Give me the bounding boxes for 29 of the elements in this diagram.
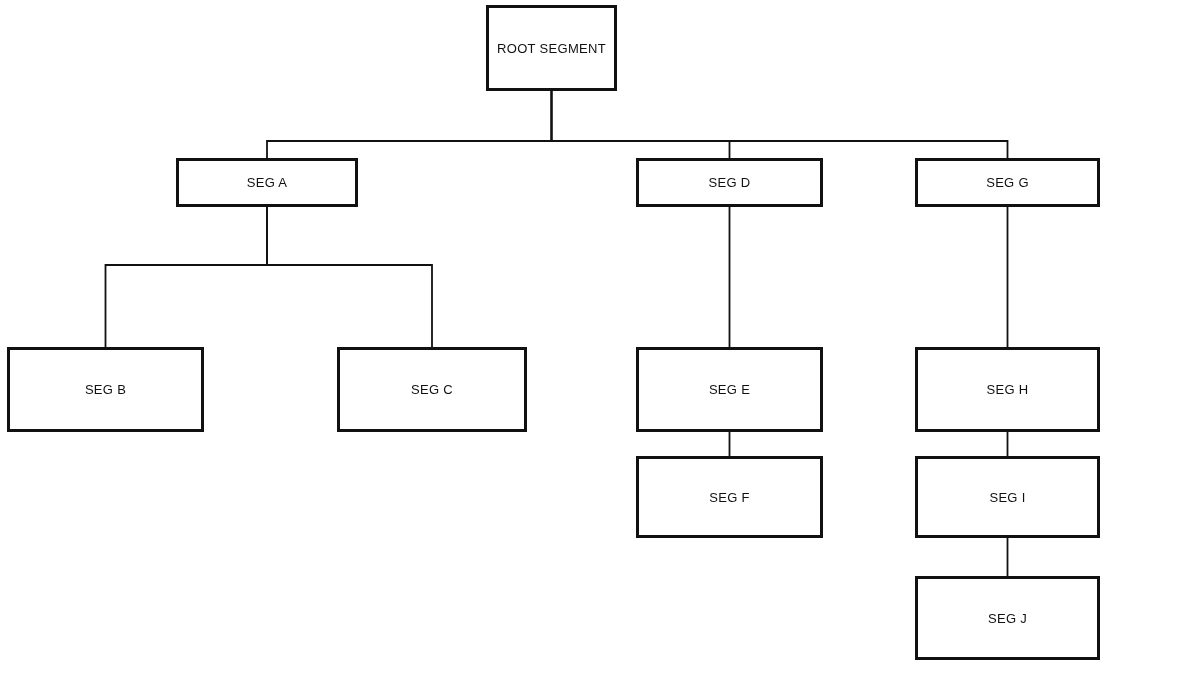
segment-label: SEG A bbox=[246, 175, 288, 190]
segment-box bbox=[915, 576, 1100, 660]
segment-box bbox=[915, 456, 1100, 538]
connector-line bbox=[728, 206, 731, 348]
connector-line bbox=[1006, 431, 1009, 457]
segment-label: SEG E bbox=[708, 382, 751, 397]
segment-label: SEG J bbox=[987, 610, 1028, 626]
segment-label: SEG D bbox=[708, 175, 751, 190]
segment-label: SEG F bbox=[709, 489, 750, 505]
segment-label: SEG C bbox=[411, 382, 453, 397]
segment-box bbox=[7, 347, 204, 432]
segment-box bbox=[176, 158, 358, 207]
segment-label: SEG I bbox=[989, 489, 1026, 505]
segment-label: SEG H bbox=[986, 382, 1029, 397]
segment-label: ROOT SEGMENT bbox=[497, 40, 606, 56]
segment-box bbox=[915, 158, 1100, 207]
segment-label: SEG G bbox=[986, 175, 1029, 190]
connector-line bbox=[1006, 206, 1009, 348]
segment-box bbox=[636, 158, 823, 207]
connector-line bbox=[266, 206, 433, 348]
segment-box bbox=[337, 347, 527, 432]
segment-box bbox=[636, 456, 823, 538]
connector-line bbox=[1006, 537, 1009, 577]
segment-box bbox=[486, 5, 617, 91]
segment-box bbox=[915, 347, 1100, 432]
segment-box bbox=[636, 347, 823, 432]
segment-label: SEG B bbox=[84, 382, 127, 397]
connector-line bbox=[550, 90, 1009, 159]
connector-line bbox=[728, 431, 731, 457]
